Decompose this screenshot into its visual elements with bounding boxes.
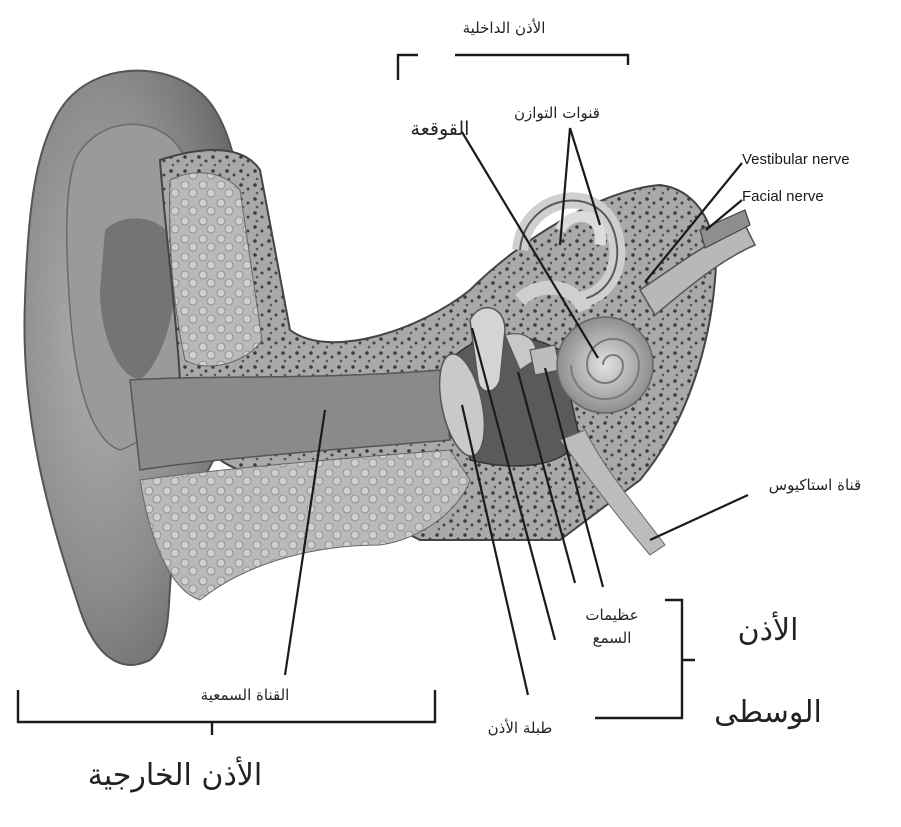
cochlea-illustration [557,317,653,413]
label-ossicles-line2: السمع [593,629,632,647]
label-facial-nerve: Facial nerve [742,188,824,205]
label-eustachian-tube: قناة استاكيوس [769,476,861,494]
label-ear-canal: القناة السمعية [201,686,290,704]
label-inner-ear: الأذن الداخلية [463,18,546,37]
label-middle-ear-line2: الوسطى [714,695,822,730]
label-semicircular-canals: قنوات التوازن [514,104,600,122]
label-ossicles-line1: عظيمات [585,606,638,624]
label-eardrum: طبلة الأذن [488,718,553,737]
label-middle-ear-line1: الأذن [738,610,799,648]
label-cochlea: القوقعة [411,118,470,140]
inner-ear-bracket [398,55,628,80]
label-outer-ear: الأذن الخارجية [88,755,263,793]
label-vestibular-nerve: Vestibular nerve [742,151,850,168]
